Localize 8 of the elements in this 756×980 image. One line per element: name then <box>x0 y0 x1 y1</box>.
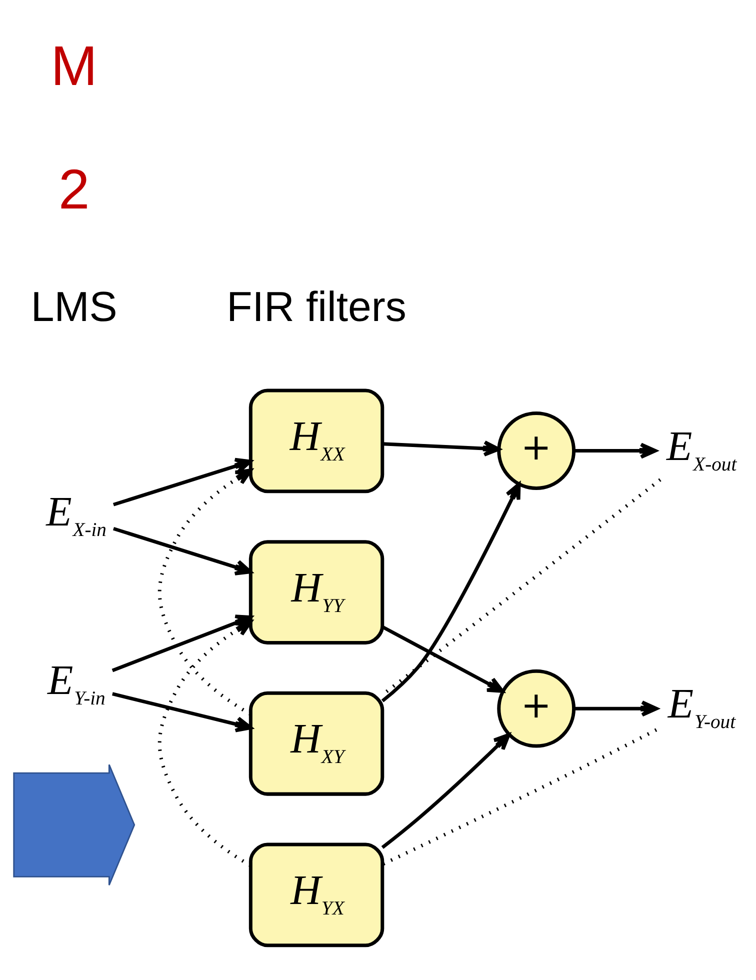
label: LMS <box>30 283 118 330</box>
node-text: E$_{X-in}$ <box>46 490 106 542</box>
node-text: E$_{Y-in}$ <box>47 658 106 710</box>
node-text: E$_{X-out}$ <box>666 424 737 476</box>
node-text: E$_{Y-out}$ <box>668 682 736 734</box>
label: M <box>50 34 98 98</box>
label: 2 <box>58 157 90 220</box>
label: FIR filters <box>226 283 406 330</box>
